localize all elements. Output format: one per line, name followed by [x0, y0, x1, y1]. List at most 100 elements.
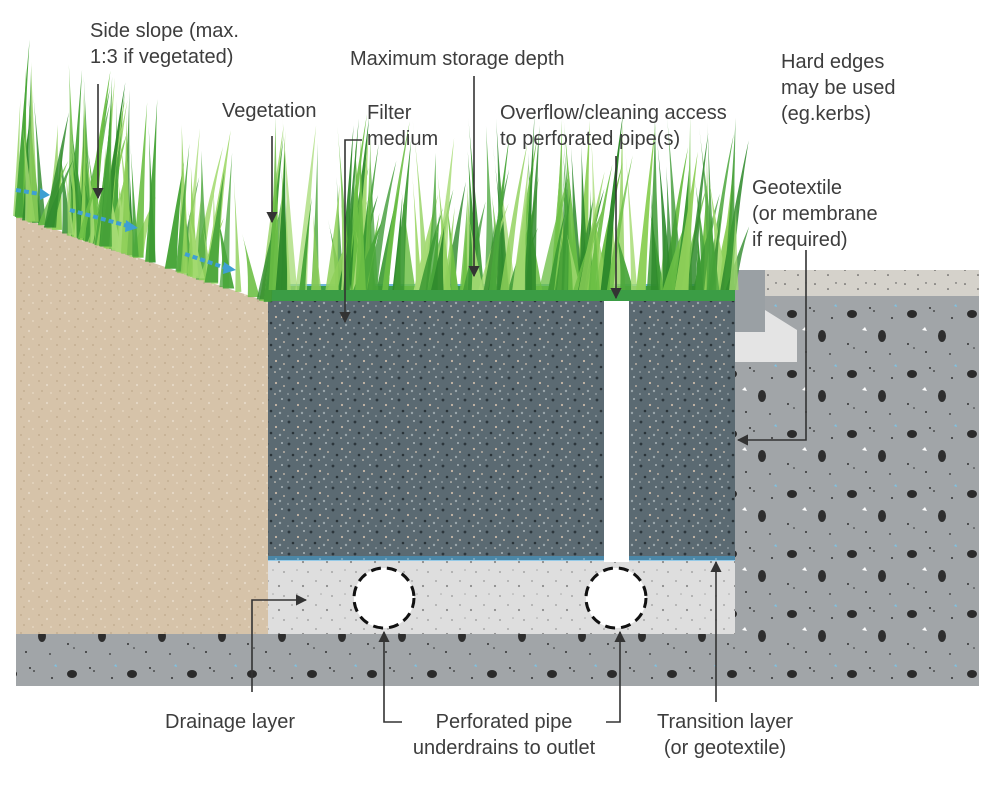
drainage-layer-label: Drainage layer [165, 711, 296, 733]
grass-blade [496, 118, 509, 290]
grass-blade [394, 139, 412, 290]
grass-blade [623, 133, 638, 290]
grass-blade [368, 149, 379, 290]
grass-blade [299, 197, 312, 290]
grass-blade [467, 151, 481, 290]
grass-blade [592, 206, 610, 290]
grass-blade [656, 133, 673, 290]
grass-blade [489, 134, 510, 290]
grass-blade [548, 209, 566, 290]
hard-edges-label: Hard edges may be used (eg.kerbs) [781, 51, 896, 125]
grass-blade [26, 61, 39, 222]
grass-blade [729, 203, 739, 290]
sand-embankment [16, 216, 268, 634]
grass-blade [355, 136, 366, 290]
grass-blade [525, 125, 540, 290]
grass-blade [145, 99, 158, 262]
grass-blade [459, 199, 468, 290]
grass-blade [650, 188, 659, 290]
grass-blade [59, 146, 73, 234]
grass-blade [256, 226, 274, 300]
grass-blade [268, 115, 281, 290]
grass-blade [694, 229, 704, 290]
grass-blade [69, 151, 84, 238]
transition-layer [268, 556, 735, 562]
grass-blade [295, 125, 317, 290]
grass-blade [443, 206, 455, 290]
grass-blade [674, 151, 698, 290]
grass-blade [512, 160, 529, 290]
runoff-arrows [15, 188, 227, 270]
drainage-layer-fill [268, 561, 735, 634]
grass-blade [99, 76, 113, 247]
grass-blade [311, 142, 320, 290]
grass-blade [563, 222, 581, 290]
grass-blade [343, 118, 359, 290]
grass-blade [175, 143, 190, 272]
concrete-slab [735, 270, 979, 296]
kerb-face [735, 270, 765, 332]
grass-blade [562, 153, 577, 290]
grass-blade [78, 169, 101, 239]
grass-blade [411, 171, 423, 290]
grass-blade [204, 169, 225, 283]
perforated-pipe-right [584, 566, 648, 630]
grass-blade [325, 184, 340, 290]
grass-blade [636, 123, 656, 291]
grass-blade [186, 206, 205, 279]
grass-blade [433, 138, 455, 290]
vegetation-label: Vegetation [222, 100, 317, 122]
grass-blade [500, 143, 528, 290]
perforated-pipe-left [352, 566, 416, 630]
geotextile-label: Geotextile (or membrane if required) [752, 177, 878, 251]
grass-blade [106, 170, 121, 251]
grass-blade [64, 161, 75, 235]
grass-blade [646, 116, 661, 291]
grass-blade [130, 144, 139, 257]
overflow-pipe [604, 272, 629, 562]
grass-blade [723, 117, 736, 290]
perforated-pipe-label: Perforated pipe underdrains to outlet [412, 711, 596, 759]
grass-blade [164, 161, 185, 269]
grass-blade [83, 179, 98, 242]
grass-blade [275, 142, 288, 290]
grass-blade [51, 139, 63, 230]
grass-blade [219, 152, 233, 288]
grass-blade [523, 111, 535, 290]
transition-layer-label: Transition layer (or geotextile) [657, 711, 793, 759]
grass-blade [341, 202, 351, 290]
maximum-storage-depth-label: Maximum storage depth [350, 48, 565, 70]
leader-lines [92, 76, 807, 723]
grass-blade [43, 112, 69, 228]
grass-blade [233, 175, 242, 292]
grass-blade [382, 121, 410, 290]
grass-blade [606, 155, 633, 290]
filter-medium-label: Filter medium [367, 102, 439, 150]
grass-blade [687, 132, 709, 290]
overflow-label: Overflow/cleaning access to perforated p… [500, 102, 727, 150]
grass-blade [242, 233, 260, 298]
grass-blade [591, 137, 602, 290]
grass-blade [600, 111, 624, 290]
grass-blade [578, 171, 605, 290]
grass-blade [436, 170, 452, 290]
grass-blade [431, 225, 445, 290]
grass-blade [132, 102, 148, 258]
side-slope-label: Side slope (max. 1:3 if vegetated) [90, 20, 239, 68]
grass-blade [538, 170, 570, 290]
grass-blade [614, 226, 634, 290]
grass-blade [180, 184, 189, 274]
grass-blade [83, 75, 94, 241]
grass-blade [14, 39, 30, 217]
grass-blade [554, 188, 572, 290]
grass-blade [282, 117, 298, 290]
filter-medium-layer [268, 300, 735, 560]
grass-blade [419, 208, 443, 290]
grass-blade [203, 130, 231, 283]
grass-blade [401, 190, 416, 290]
grass-blade [590, 214, 600, 290]
grass-blade [117, 122, 136, 256]
grass-blade [148, 124, 156, 263]
grass-blade [311, 215, 322, 290]
